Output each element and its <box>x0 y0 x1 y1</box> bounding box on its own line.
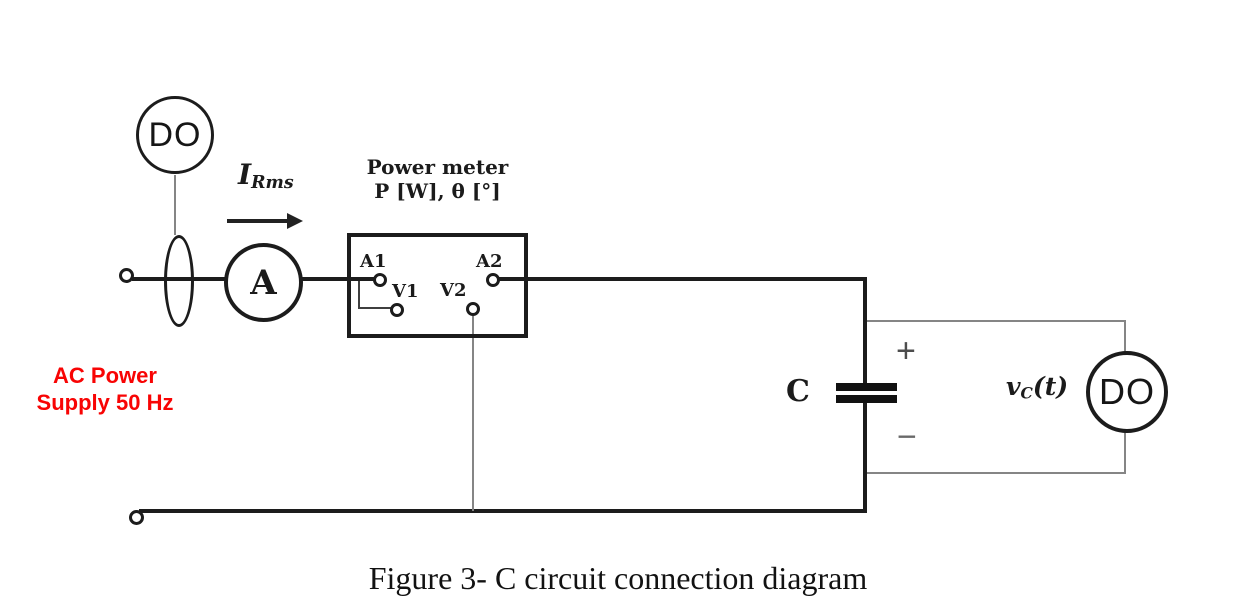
terminal-a2 <box>486 273 500 287</box>
vc-subscript: C <box>1020 383 1033 403</box>
polarity-minus: − <box>897 418 917 456</box>
terminal-v1-label: V1 <box>392 281 419 302</box>
terminal-a1 <box>373 273 387 287</box>
ammeter-label: A <box>250 262 277 303</box>
oscilloscope-right-label: DO <box>1099 371 1155 412</box>
ac-source-line1: AC Power <box>53 363 157 388</box>
a1-v1-link-vertical <box>358 281 360 309</box>
vc-suffix: (t) <box>1032 372 1069 401</box>
polarity-plus: + <box>896 332 916 370</box>
terminal-v2 <box>466 302 480 316</box>
current-arrow-head <box>287 213 303 229</box>
scope-loop-bottom <box>867 472 1125 474</box>
capacitor-plate-top <box>836 383 897 391</box>
power-meter-box <box>347 233 528 338</box>
vc-label: vC(t) <box>1006 372 1068 402</box>
capacitor-plate-bottom <box>836 395 897 403</box>
wire-capacitor-upper <box>863 277 867 384</box>
terminal-a2-label: A2 <box>476 251 503 272</box>
power-meter-units: P [W], θ [°] <box>374 179 501 203</box>
vc-symbol: v <box>1006 372 1021 401</box>
oscilloscope-top-lead <box>174 175 176 235</box>
wire-bottom-bus <box>139 509 867 513</box>
a1-v1-link-horizontal <box>358 307 392 309</box>
v2-lead <box>472 316 474 511</box>
oscilloscope-top-circle: DO <box>136 96 214 174</box>
oscilloscope-right-circle: DO <box>1086 351 1168 433</box>
irms-label: IRms <box>238 158 294 193</box>
source-terminal-top <box>119 268 134 283</box>
current-probe-loop <box>164 235 194 327</box>
scope-loop-top <box>867 320 1125 322</box>
wire-capacitor-lower <box>863 402 867 513</box>
irms-subscript: Rms <box>251 172 294 193</box>
current-arrow-line <box>227 219 289 223</box>
ac-source-label: AC Power Supply 50 Hz <box>10 362 200 416</box>
terminal-a1-label: A1 <box>360 251 387 272</box>
irms-symbol: I <box>238 158 252 191</box>
oscilloscope-top-label: DO <box>148 115 202 154</box>
ac-source-line2: Supply 50 Hz <box>36 390 174 415</box>
capacitor-label: C <box>786 374 810 409</box>
source-terminal-bottom <box>129 510 144 525</box>
terminal-v2-label: V2 <box>440 280 467 301</box>
wire-a2-to-capacitor <box>493 277 867 281</box>
ammeter-circle: A <box>224 243 303 322</box>
power-meter-title: Power meter <box>366 155 509 179</box>
terminal-v1 <box>390 303 404 317</box>
power-meter-titleblock: Power meter P [W], θ [°] <box>330 155 545 203</box>
figure-caption: Figure 3- C circuit connection diagram <box>368 560 868 596</box>
